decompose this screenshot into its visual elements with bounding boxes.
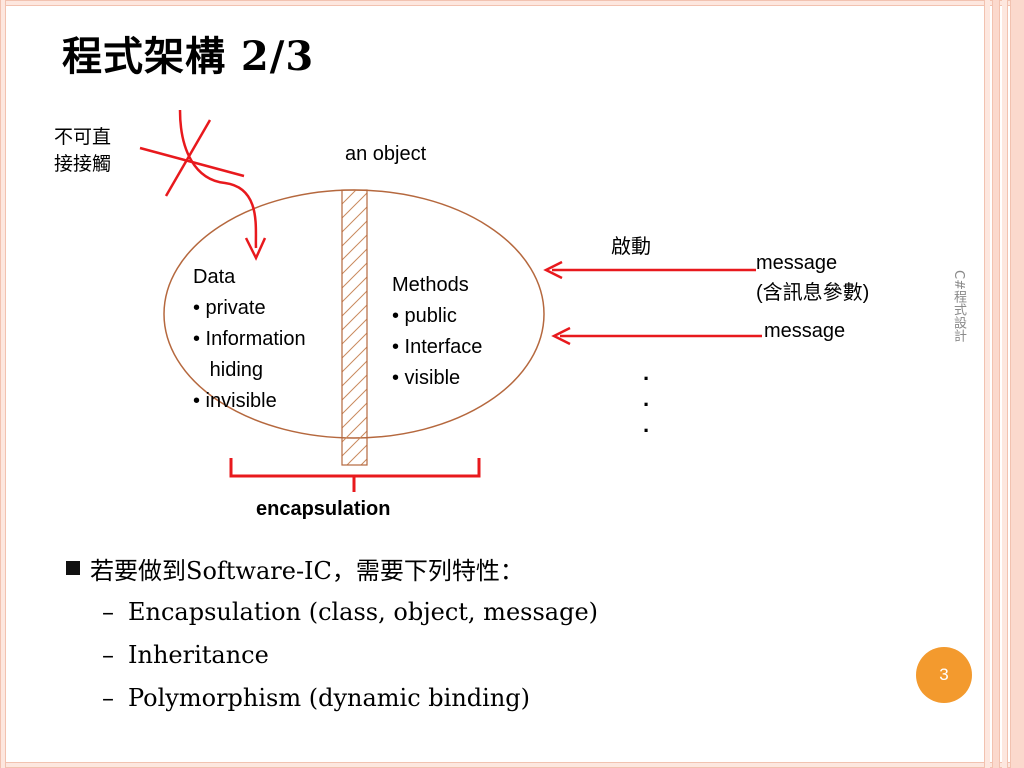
- methods-item: • Interface: [392, 336, 483, 358]
- message-label: message: [764, 320, 846, 342]
- encapsulation-brace: [229, 458, 481, 492]
- dash-icon: –: [102, 597, 114, 626]
- sub-bullet: – Encapsulation (class, object, message): [102, 597, 599, 626]
- data-heading: Data: [193, 266, 236, 288]
- slide-left-border: [0, 0, 6, 768]
- blocked-access-arrow: [178, 109, 258, 249]
- encapsulation-wall: [341, 189, 368, 466]
- no-direct-access-note: 不可直 接接觸: [54, 126, 112, 175]
- page-number-badge: 3: [916, 647, 972, 703]
- ellipsis-dots: · · ·: [643, 366, 651, 443]
- dash-icon: –: [102, 640, 114, 669]
- data-item: • invisible: [193, 390, 277, 412]
- dash-icon: –: [102, 683, 114, 712]
- bullet-list: 若要做到Software-IC，需要下列特性： – Encapsulation …: [64, 546, 598, 719]
- slide-right-border: [984, 0, 1024, 768]
- main-bullet: 若要做到Software-IC，需要下列特性：: [64, 546, 598, 590]
- cross-mark-line-1: [164, 119, 212, 197]
- data-item: hiding: [193, 359, 264, 381]
- encapsulation-label: encapsulation: [256, 498, 391, 520]
- data-item: • private: [193, 297, 266, 319]
- data-list: Data • private • Information hiding • in…: [193, 262, 306, 417]
- methods-item: • public: [392, 305, 457, 327]
- message-with-params-label: message (含訊息參數): [756, 252, 870, 304]
- object-label: an object: [345, 143, 427, 165]
- square-bullet-icon: [66, 561, 80, 575]
- methods-list: Methods • public • Interface • visible: [392, 270, 482, 394]
- methods-heading: Methods: [392, 274, 469, 296]
- data-item: • Information: [193, 328, 306, 350]
- sub-bullet: – Inheritance: [102, 640, 269, 669]
- cross-mark-line-2: [139, 146, 245, 178]
- slide-title: 程式架構 2/3: [62, 33, 315, 80]
- activate-label: 啟動: [611, 234, 651, 258]
- methods-item: • visible: [392, 367, 461, 389]
- vertical-footer: C#程式設計: [951, 270, 966, 342]
- sub-bullet: – Polymorphism (dynamic binding): [102, 683, 531, 712]
- slide-top-border: [0, 0, 1024, 6]
